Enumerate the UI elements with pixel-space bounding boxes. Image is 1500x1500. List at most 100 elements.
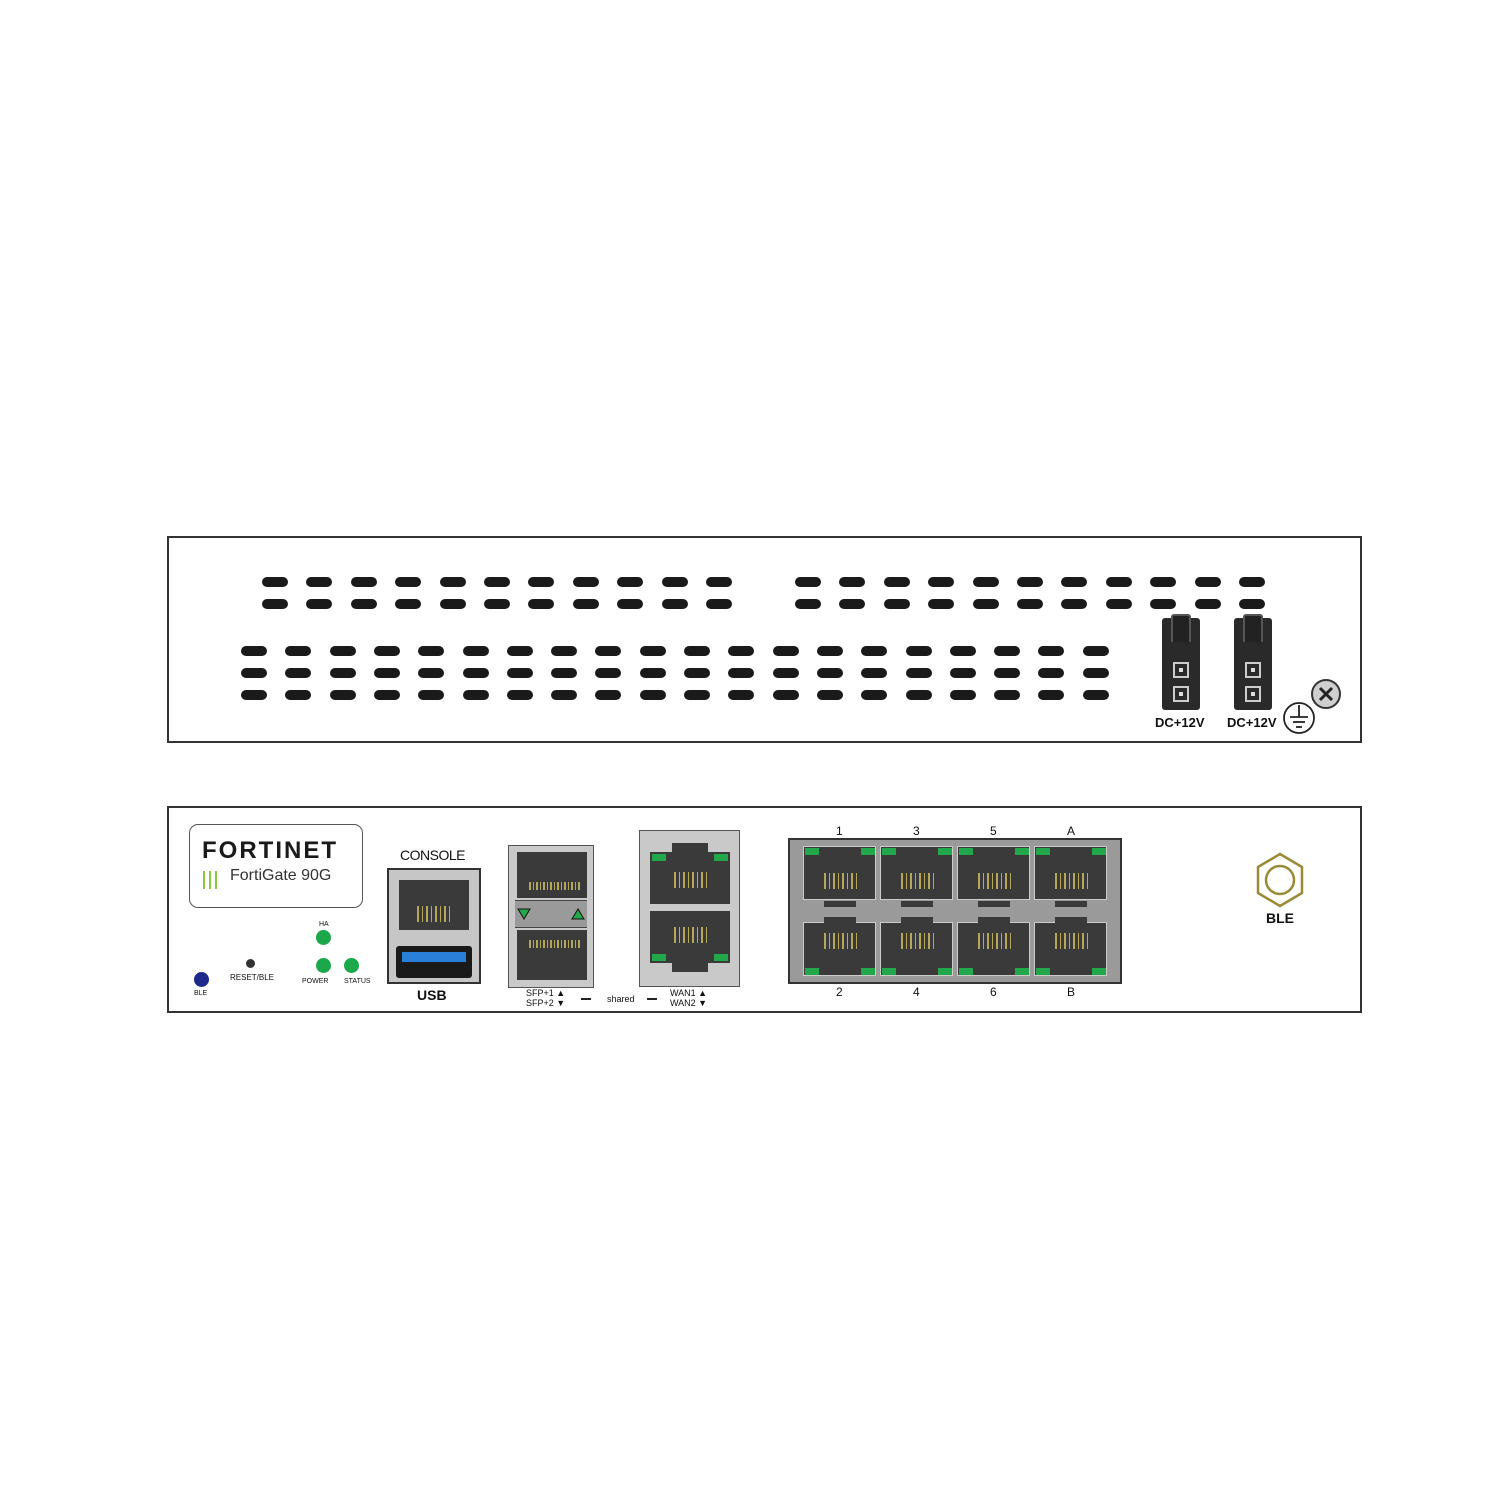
vent-slot <box>1061 577 1088 587</box>
port-label-4: 4 <box>913 985 920 999</box>
vent-slot <box>816 668 843 678</box>
console-label: CONSOLE <box>400 847 465 863</box>
vent-slot <box>861 690 888 700</box>
vent-slot <box>462 668 489 678</box>
lan-port[interactable] <box>803 917 876 976</box>
vent-slot <box>395 577 422 587</box>
vent-slot <box>861 668 888 678</box>
vent-slot <box>639 690 666 700</box>
vent-slot <box>350 577 377 587</box>
vent-slot <box>972 599 999 609</box>
vent-slot <box>816 646 843 656</box>
vent-slot <box>1105 599 1132 609</box>
vent-slot <box>617 577 644 587</box>
vent-slot <box>418 690 445 700</box>
vent-slot <box>883 577 910 587</box>
sfp1-label: SFP+1 <box>526 988 554 998</box>
vent-slot <box>306 577 333 587</box>
vent-slot <box>551 668 578 678</box>
vent-slot <box>395 599 422 609</box>
wan2-port[interactable] <box>650 911 730 972</box>
vent-slot <box>306 599 333 609</box>
lan-port[interactable] <box>1034 846 1107 907</box>
lan-port[interactable] <box>880 846 953 907</box>
sfp1-led-icon <box>517 908 531 920</box>
vent-slot <box>1105 577 1132 587</box>
dc-power-connector-1[interactable] <box>1162 614 1200 710</box>
vent-slot <box>241 690 267 700</box>
vent-slot <box>661 599 688 609</box>
sfp1-port[interactable] <box>517 852 587 898</box>
vent-slot <box>684 690 710 700</box>
vent-slot <box>462 646 489 656</box>
vent-slot <box>329 668 356 678</box>
shared-line-right <box>647 998 657 1000</box>
vent-slot <box>994 690 1021 700</box>
wan-block <box>639 830 740 987</box>
console-port[interactable] <box>399 880 469 930</box>
vent-slot <box>285 690 312 700</box>
lan-port[interactable] <box>1034 917 1107 976</box>
ground-icon <box>1283 702 1315 734</box>
vent-slot <box>418 668 445 678</box>
usb-port[interactable] <box>396 946 472 978</box>
vent-slot <box>928 599 955 609</box>
antenna-connector-icon[interactable] <box>1252 852 1308 908</box>
vent-slot <box>528 577 555 587</box>
front-panel: FORTINET FortiGate 90G BLE RESET/BLE HA … <box>167 806 1362 1013</box>
wan1-label: WAN1 <box>670 988 696 998</box>
lan-port[interactable] <box>957 846 1030 907</box>
lan-port[interactable] <box>880 917 953 976</box>
vent-slot <box>1194 599 1221 609</box>
vent-slot <box>772 690 799 700</box>
vent-slot <box>1239 599 1265 609</box>
dc-power-connector-2[interactable] <box>1234 614 1272 710</box>
status-led <box>344 958 359 973</box>
lan-port[interactable] <box>803 846 876 907</box>
sfp2-label: SFP+2 <box>526 998 554 1008</box>
vent-slot <box>595 646 622 656</box>
vent-slot <box>285 668 312 678</box>
vent-slot <box>1082 646 1109 656</box>
vent-slot <box>462 690 489 700</box>
sfp-labels: SFP+1 ▲ SFP+2 ▼ <box>526 988 566 1008</box>
model-name: FortiGate 90G <box>230 867 332 884</box>
vent-slot <box>373 690 400 700</box>
vent-slot <box>816 690 843 700</box>
vent-slot <box>972 577 999 587</box>
vent-slot <box>572 599 599 609</box>
accent-bars-icon <box>203 871 219 889</box>
vent-slot <box>572 577 599 587</box>
vent-slot <box>1239 577 1265 587</box>
vent-slot <box>905 690 932 700</box>
port-label-3: 3 <box>913 824 920 838</box>
sfp-cage <box>508 845 594 988</box>
wan1-port[interactable] <box>650 843 730 904</box>
vent-slot <box>728 690 755 700</box>
reset-button[interactable] <box>246 959 255 968</box>
vent-slot <box>262 599 288 609</box>
antenna-label: BLE <box>1266 910 1294 926</box>
lan-port[interactable] <box>957 917 1030 976</box>
vent-slot <box>706 599 732 609</box>
vent-slot <box>506 668 533 678</box>
sfp-led-bar <box>515 900 587 928</box>
vent-slot <box>1038 646 1065 656</box>
vent-slot <box>1150 577 1177 587</box>
vent-slot <box>241 668 267 678</box>
vent-slot <box>484 599 510 609</box>
vent-slot <box>595 690 622 700</box>
lan-switch-block <box>788 838 1122 984</box>
rear-panel: DC+12V DC+12V <box>167 536 1362 743</box>
dc-power-label-1: DC+12V <box>1155 715 1205 730</box>
vent-slot <box>595 668 622 678</box>
vent-slot <box>639 646 666 656</box>
vent-slot <box>1038 690 1065 700</box>
vent-slot <box>439 577 466 587</box>
sfp2-port[interactable] <box>517 930 587 980</box>
port-label-6: 6 <box>990 985 997 999</box>
brand-badge: FORTINET FortiGate 90G <box>189 824 363 908</box>
port-label-5: 5 <box>990 824 997 838</box>
console-usb-block <box>387 868 481 984</box>
port-label-2: 2 <box>836 985 843 999</box>
